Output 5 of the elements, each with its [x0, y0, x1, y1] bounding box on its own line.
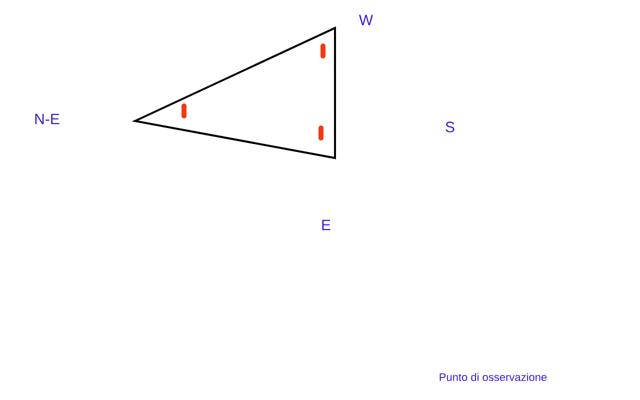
direction-label: S — [446, 122, 454, 132]
direction-label: N-E — [35, 114, 60, 124]
direction-label: Punto di osservazione — [440, 372, 547, 382]
direction-label: E — [322, 220, 330, 230]
direction-label: W — [359, 14, 374, 26]
